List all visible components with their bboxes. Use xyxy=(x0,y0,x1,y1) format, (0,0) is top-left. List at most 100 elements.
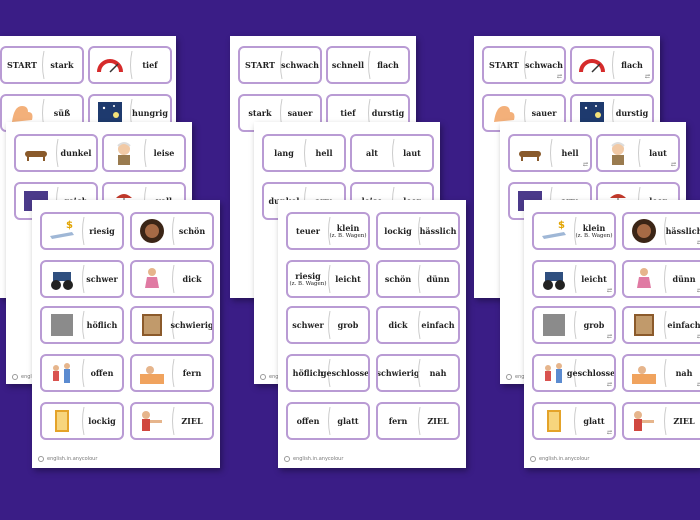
domino-right-text: durstig xyxy=(615,107,649,118)
domino-right-text: leicht xyxy=(581,273,607,284)
swap-arrows-icon: ⇄ xyxy=(582,161,588,168)
domino-right-text: schön xyxy=(178,225,206,236)
domino-right-text: ZIEL xyxy=(673,415,695,426)
pointing-man-icon xyxy=(624,404,664,438)
swap-arrows-icon: ⇄ xyxy=(556,73,562,80)
domino-right-text: stark xyxy=(50,59,74,70)
speedometer-icon xyxy=(572,48,612,82)
domino-right-text: geschlossen xyxy=(566,367,616,378)
woman-portrait-icon xyxy=(624,214,664,248)
domino-card: teuer klein(z. B. Wagen) xyxy=(286,212,370,250)
domino-card: schwer xyxy=(40,260,124,298)
domino-card: höflich geschlossen xyxy=(286,354,370,392)
domino-card: schwierig nah xyxy=(376,354,460,392)
domino-divider xyxy=(664,217,667,245)
domino-divider xyxy=(664,359,667,387)
domino-divider xyxy=(664,265,667,293)
domino-left-text: teuer xyxy=(296,225,320,236)
domino-card: schön dünn xyxy=(376,260,460,298)
tired-person-icon xyxy=(624,356,664,390)
domino-right-text: höflich xyxy=(86,319,118,330)
monster-truck-icon xyxy=(42,262,82,296)
domino-left-text: START xyxy=(7,59,37,70)
domino-card: glatt ⇄ xyxy=(532,402,616,440)
muscle-arm-icon xyxy=(484,96,524,130)
domino-divider xyxy=(328,311,331,339)
right-front-sheet: $ klein(z. B. Wagen) hässlich ⇄ leicht ⇄… xyxy=(524,200,700,468)
domino-left-text: höflich xyxy=(292,367,324,378)
swap-arrows-icon: ⇄ xyxy=(606,429,612,436)
domino-divider xyxy=(82,265,85,293)
domino-right-text: klein(z. B. Wagen) xyxy=(329,222,367,239)
sausage-dog-icon xyxy=(510,136,550,170)
domino-right-text: laut xyxy=(649,147,667,158)
money-plane-icon: $ xyxy=(42,214,82,248)
domino-right-text: flach xyxy=(621,59,643,70)
pointing-man-icon xyxy=(132,404,172,438)
domino-left-text: schön xyxy=(384,273,412,284)
domino-divider xyxy=(172,217,175,245)
girl-icon xyxy=(132,262,172,296)
domino-left-text: alt xyxy=(366,147,378,158)
domino-divider xyxy=(574,407,577,435)
grandpa-icon xyxy=(104,136,144,170)
domino-divider xyxy=(172,407,175,435)
domino-right-text: hässlich xyxy=(419,225,457,236)
domino-divider xyxy=(638,139,641,167)
domino-card: dünn ⇄ xyxy=(622,260,700,298)
domino-left-text: tief xyxy=(340,107,356,118)
domino-left-text: offen xyxy=(296,415,320,426)
domino-card: laut ⇄ xyxy=(596,134,680,172)
domino-card: dunkel xyxy=(14,134,98,172)
domino-divider xyxy=(418,407,421,435)
domino-card: offen glatt xyxy=(286,402,370,440)
door-icon xyxy=(534,404,574,438)
domino-right-text: hässlich xyxy=(665,225,700,236)
domino-divider xyxy=(130,51,133,79)
domino-right-text: flach xyxy=(377,59,399,70)
domino-card: geschlossen ⇄ xyxy=(532,354,616,392)
domino-card: START schwach ⇄ xyxy=(482,46,566,84)
domino-card: schwer grob xyxy=(286,306,370,344)
domino-card: leise xyxy=(102,134,186,172)
domino-divider xyxy=(82,359,85,387)
domino-left-text: fern xyxy=(388,415,408,426)
domino-card: lang hell xyxy=(262,134,346,172)
speedometer-icon xyxy=(90,48,130,82)
money-plane-icon: $ xyxy=(534,214,574,248)
domino-card: fern ZIEL xyxy=(376,402,460,440)
center-front-sheet: teuer klein(z. B. Wagen) lockig hässlich… xyxy=(278,200,466,468)
night-sky-icon xyxy=(572,96,612,130)
domino-right-text: süß xyxy=(53,107,71,118)
domino-divider xyxy=(42,51,45,79)
domino-card: hell ⇄ xyxy=(508,134,592,172)
domino-right-text: glatt xyxy=(583,415,605,426)
night-sky-icon xyxy=(90,96,130,130)
domino-divider xyxy=(574,265,577,293)
domino-right-text: dünn xyxy=(426,273,450,284)
domino-right-text: sauer xyxy=(287,107,313,118)
domino-divider xyxy=(328,359,331,387)
domino-divider xyxy=(418,311,421,339)
domino-card: lockig xyxy=(40,402,124,440)
swap-arrows-icon: ⇄ xyxy=(644,73,650,80)
book-icon xyxy=(132,308,172,342)
domino-right-text: glatt xyxy=(337,415,359,426)
domino-divider xyxy=(172,359,175,387)
domino-divider xyxy=(392,139,395,167)
domino-right-text: einfach xyxy=(667,319,700,330)
domino-right-text: laut xyxy=(403,147,421,158)
domino-right-text: grob xyxy=(583,319,605,330)
domino-divider xyxy=(418,217,421,245)
domino-right-text: dünn xyxy=(672,273,696,284)
sheet-footer: english.in.anycolour xyxy=(38,456,97,462)
swap-arrows-icon: ⇄ xyxy=(697,239,700,246)
domino-right-text: ZIEL xyxy=(181,415,203,426)
domino-divider xyxy=(418,359,421,387)
domino-divider xyxy=(82,217,85,245)
domino-divider xyxy=(418,265,421,293)
domino-divider xyxy=(524,51,527,79)
domino-divider xyxy=(56,139,59,167)
domino-card: ZIEL xyxy=(622,402,700,440)
domino-right-text: hell xyxy=(561,147,579,158)
